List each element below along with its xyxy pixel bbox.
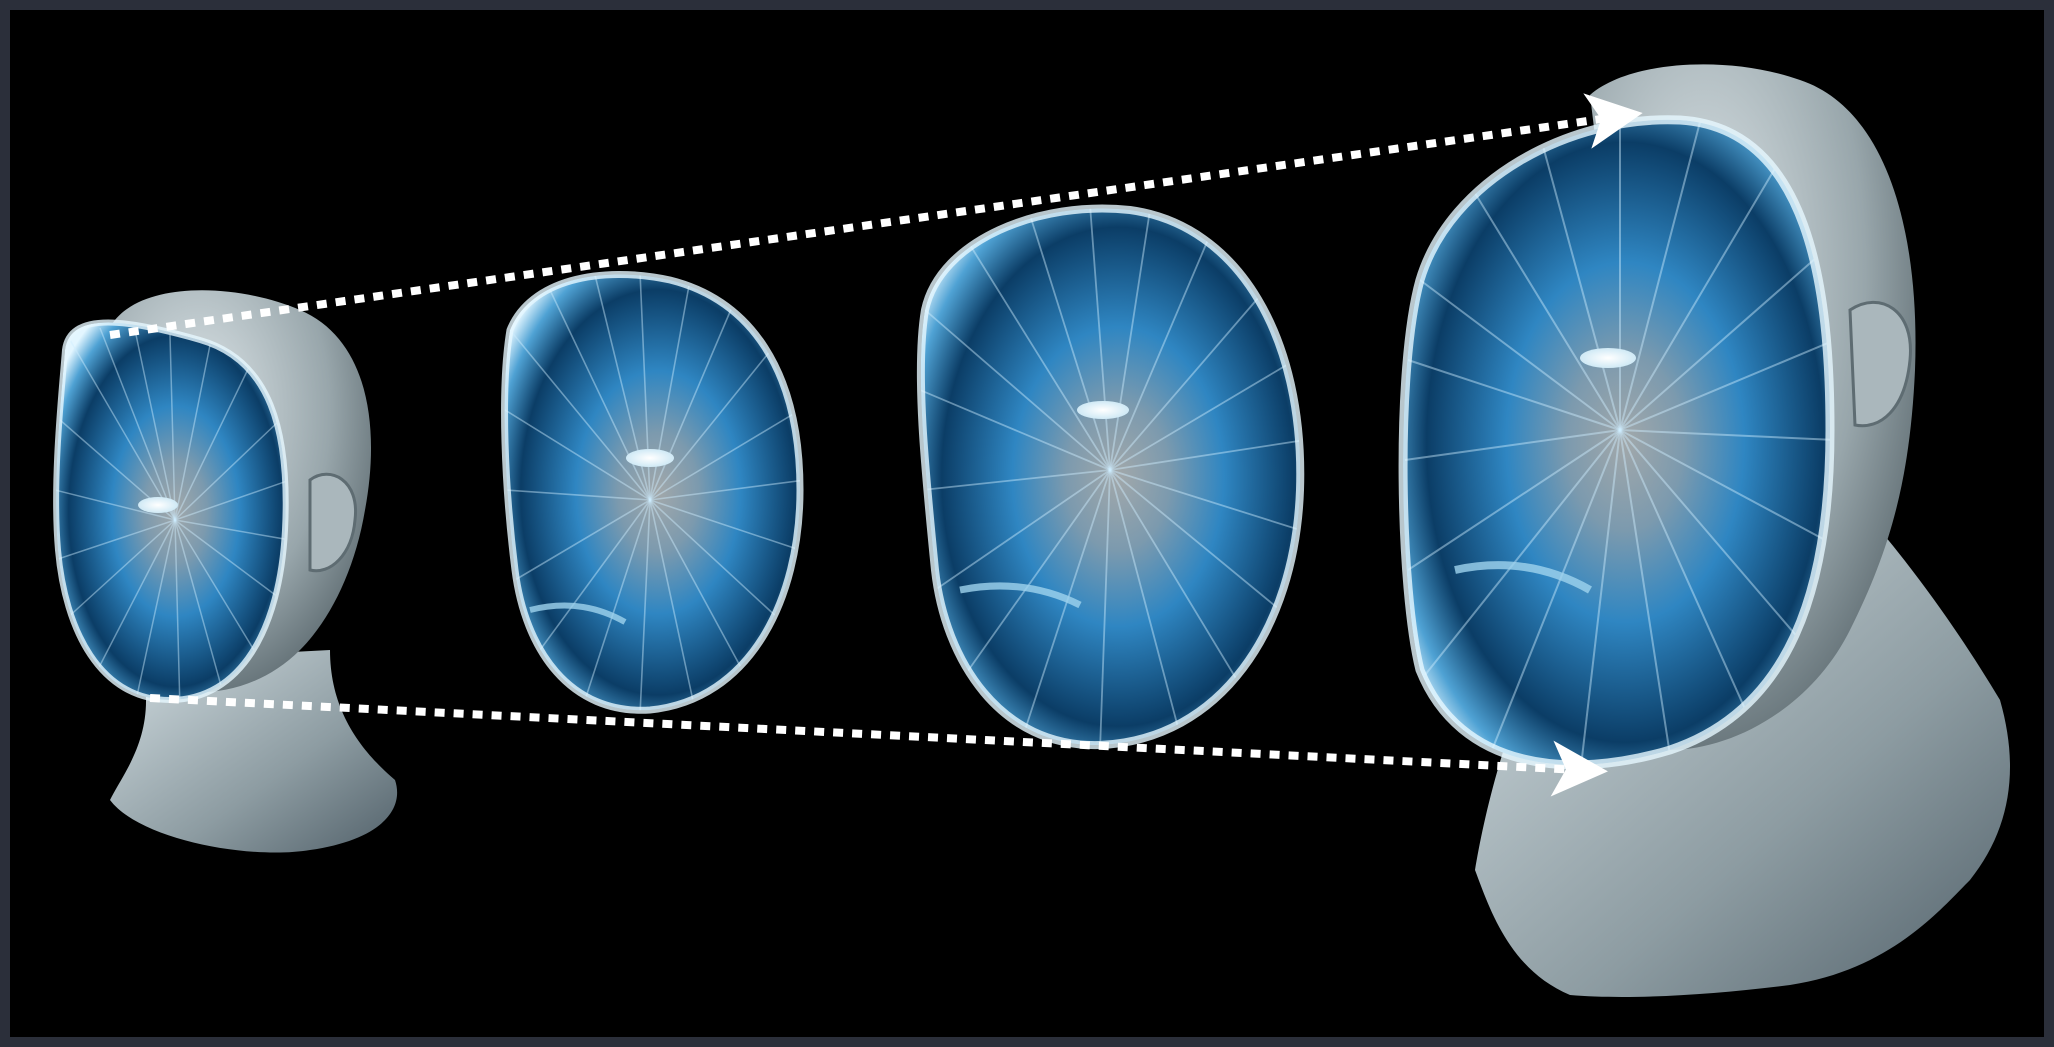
stage-4-head: [1403, 64, 2010, 997]
stage-2-face: [505, 272, 805, 715]
stage-4-eye: [1580, 348, 1636, 368]
stage-3-face: [920, 205, 1305, 750]
stage-1-eye: [138, 497, 178, 513]
stage-2-eye: [626, 449, 674, 467]
stage-3-eye: [1077, 401, 1129, 419]
face-scaling-diagram: [10, 10, 2044, 1037]
stage-1-head: [55, 290, 397, 852]
stage-4-face-mesh: [1403, 120, 1830, 765]
top-connector-arrow: [110, 117, 1615, 335]
figure-frame: [10, 10, 2044, 1037]
